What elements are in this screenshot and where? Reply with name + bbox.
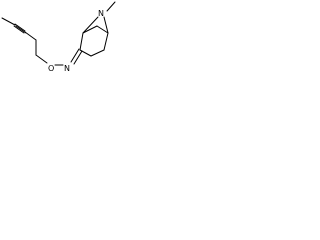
bond-ring-2 xyxy=(90,49,105,57)
bond-ring-3 xyxy=(103,32,109,51)
bond-bridge-left xyxy=(82,16,99,34)
oxime-double-bond xyxy=(70,48,83,65)
bond-ch2-oxygen xyxy=(35,54,48,64)
bond-double-line-1 xyxy=(70,48,80,63)
oxime-nitrogen-label: N xyxy=(64,64,70,73)
tropane-ring xyxy=(79,1,116,57)
bridge-nitrogen-label: N xyxy=(98,9,104,18)
bond-ring-1 xyxy=(79,49,92,57)
bond-n-methyl xyxy=(106,1,116,12)
bond-propargyl xyxy=(24,31,37,41)
bond-ring-5 xyxy=(82,25,98,34)
bond-triple-2 xyxy=(15,25,27,34)
bond-methyl-alkyne xyxy=(1,17,16,26)
bond-double-line-2 xyxy=(73,50,83,65)
bond-triple-3 xyxy=(13,25,25,34)
molecule-structure: O N N xyxy=(1,1,116,73)
bond-ring-6 xyxy=(79,32,84,51)
bond-bridge-right xyxy=(103,16,109,34)
bond-triple-1 xyxy=(14,23,26,32)
bond-ring-4 xyxy=(96,25,109,34)
pentynyl-chain xyxy=(1,17,48,64)
oxygen-atom-label: O xyxy=(48,64,54,73)
